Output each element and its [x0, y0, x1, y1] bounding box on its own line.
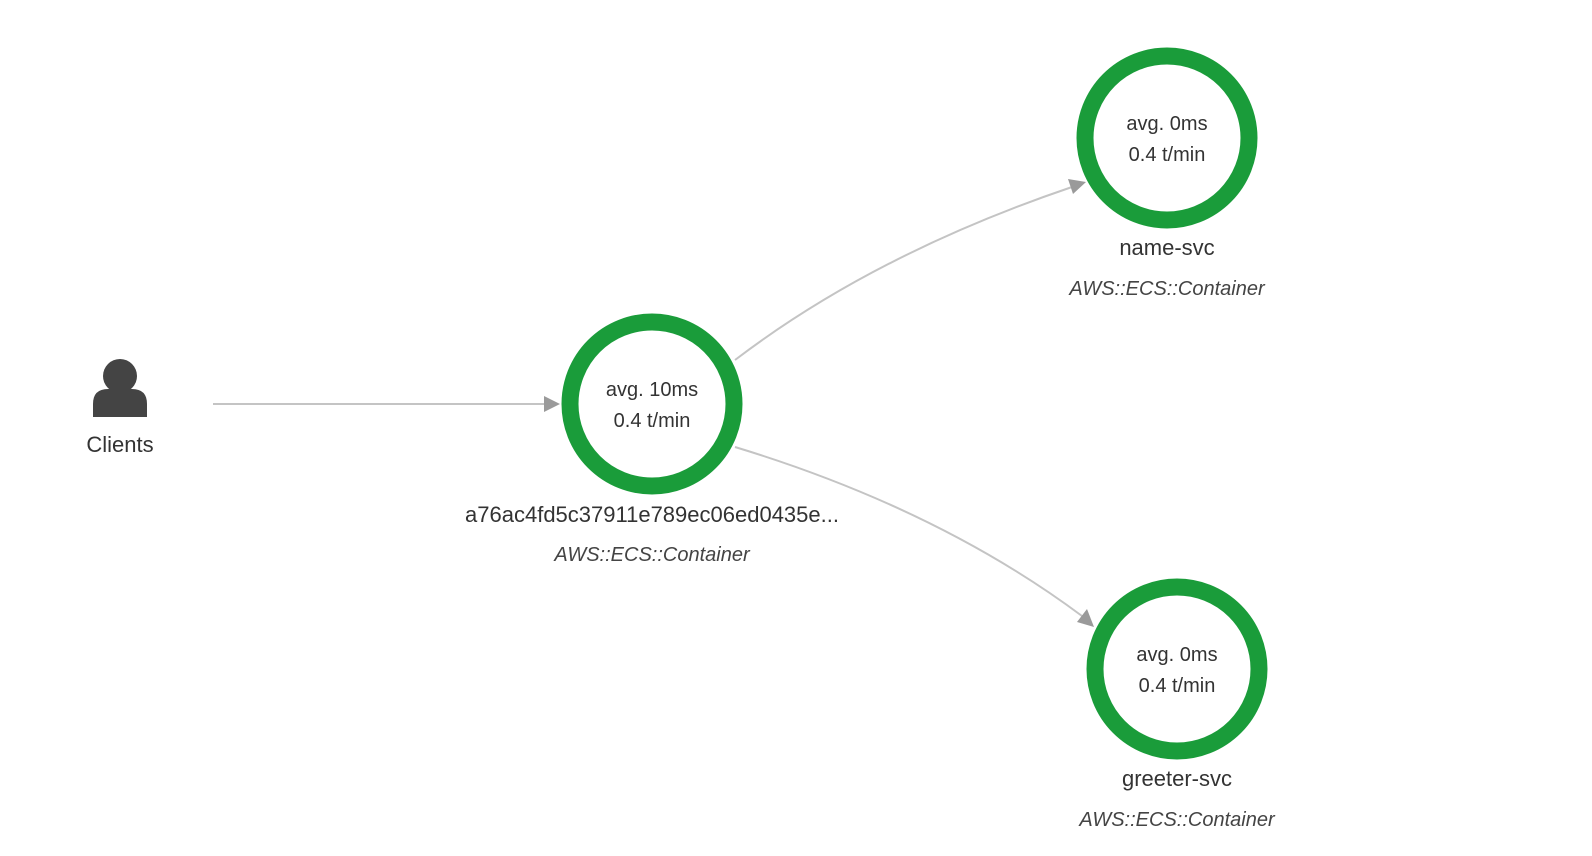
edge-clients-to-main[interactable] — [213, 396, 560, 412]
health-ring — [561, 313, 743, 495]
edge-main-to-name-svc[interactable] — [734, 179, 1086, 361]
node-greeter-svc[interactable]: avg. 0ms 0.4 t/min greeter-svc AWS::ECS:… — [1078, 578, 1276, 831]
node-name: name-svc — [1119, 235, 1214, 260]
throughput: 0.4 t/min — [614, 410, 691, 432]
arrowhead-icon — [1077, 609, 1094, 627]
health-ring — [1086, 578, 1268, 760]
throughput: 0.4 t/min — [1139, 675, 1216, 697]
avg-latency: avg. 10ms — [606, 379, 698, 401]
health-ring — [1076, 47, 1258, 229]
avg-latency: avg. 0ms — [1136, 644, 1217, 666]
node-type: AWS::ECS::Container — [1068, 278, 1266, 300]
arrowhead-icon — [1068, 179, 1086, 194]
node-type: AWS::ECS::Container — [553, 544, 751, 566]
edge-line — [734, 186, 1073, 361]
throughput: 0.4 t/min — [1129, 144, 1206, 166]
edge-line — [734, 446, 1083, 617]
user-icon — [93, 359, 147, 417]
client-label: Clients — [86, 432, 153, 457]
edge-main-to-greeter-svc[interactable] — [734, 446, 1094, 627]
node-name: greeter-svc — [1122, 766, 1232, 791]
arrowhead-icon — [544, 396, 560, 412]
avg-latency: avg. 0ms — [1126, 113, 1207, 135]
node-main-container[interactable]: avg. 10ms 0.4 t/min a76ac4fd5c37911e789e… — [465, 313, 839, 566]
node-clients[interactable]: Clients — [86, 359, 154, 457]
node-name: a76ac4fd5c37911e789ec06ed0435e... — [465, 502, 839, 527]
edges — [213, 179, 1094, 627]
node-type: AWS::ECS::Container — [1078, 809, 1276, 831]
node-name-svc[interactable]: avg. 0ms 0.4 t/min name-svc AWS::ECS::Co… — [1068, 47, 1266, 300]
